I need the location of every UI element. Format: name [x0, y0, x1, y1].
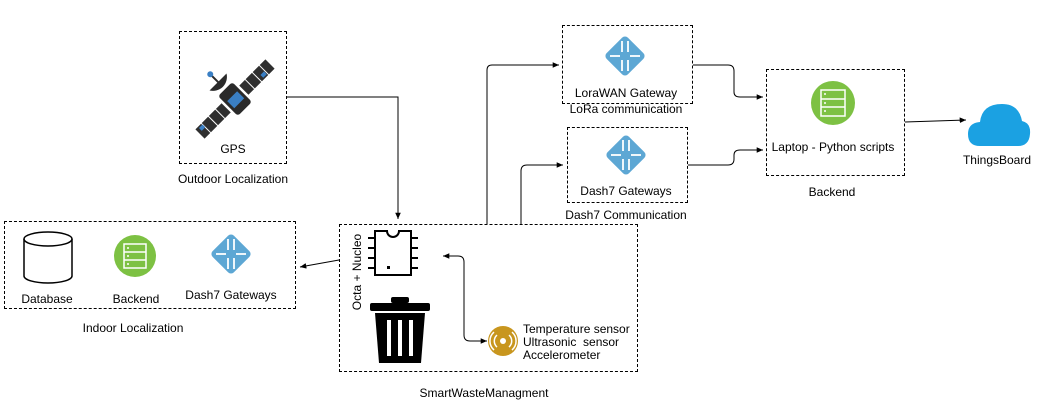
dash7-gateway-box — [567, 127, 688, 203]
trash-can-icon — [370, 297, 430, 363]
sensor-icon — [488, 326, 518, 356]
thingsboard-label: ThingsBoard — [962, 153, 1032, 167]
microchip-icon — [368, 230, 418, 276]
lorawan-gateway-box — [562, 25, 693, 104]
device-to-indoor-arrow — [299, 259, 340, 269]
backend-box — [766, 69, 905, 176]
outdoor-localization-caption: Outdoor Localization — [177, 172, 289, 186]
lorawan-router-icon — [605, 36, 645, 76]
device-to-lorawan-arrow — [486, 62, 559, 224]
board-label: Octa + Nucleo — [350, 233, 364, 311]
backend-to-thingsboard-arrow — [904, 117, 967, 124]
sensor-ultrasonic: Ultrasonic sensor — [523, 335, 620, 349]
satellite-icon — [193, 57, 277, 141]
indoor-server-icon — [114, 235, 156, 277]
sensor-accelerometer: Accelerometer — [523, 348, 601, 362]
dash7-router-icon — [606, 135, 646, 175]
sensor-temperature: Temperature sensor — [523, 322, 630, 336]
dash7-communication-caption: Dash7 Communication — [565, 208, 687, 222]
database-label: Database — [21, 292, 73, 306]
lorawan-to-backend-arrow — [693, 64, 763, 100]
backend-server-icon — [811, 81, 855, 125]
indoor-router-icon — [211, 234, 251, 274]
gps-label: GPS — [220, 142, 246, 156]
cloud-icon — [968, 104, 1031, 146]
backend-caption: Backend — [808, 185, 856, 199]
gps-box — [179, 31, 287, 164]
indoor-backend-label: Backend — [112, 292, 160, 306]
lorawan-gateway-label: LoraWAN Gateway — [574, 86, 678, 100]
smart-waste-box — [339, 224, 638, 372]
indoor-localization-box — [4, 221, 296, 309]
dash7-to-backend-arrow — [688, 147, 763, 166]
indoor-gateways-label: Dash7 Gateways — [185, 288, 277, 302]
sensor-list: Temperature sensor Ultrasonic sensor Acc… — [523, 323, 630, 362]
gps-to-device-arrow — [287, 96, 401, 219]
lora-communication-caption: LoRa communication — [569, 102, 683, 116]
dash7-gateways-label: Dash7 Gateways — [580, 184, 672, 198]
sensor-to-board-arrow — [443, 253, 487, 344]
smart-waste-caption: SmartWasteManagment — [419, 386, 549, 400]
indoor-localization-caption: Indoor Localization — [82, 321, 184, 335]
backend-server-label: Laptop - Python scripts — [771, 140, 895, 154]
device-to-dash7-arrow — [520, 162, 563, 224]
database-icon — [23, 231, 73, 284]
